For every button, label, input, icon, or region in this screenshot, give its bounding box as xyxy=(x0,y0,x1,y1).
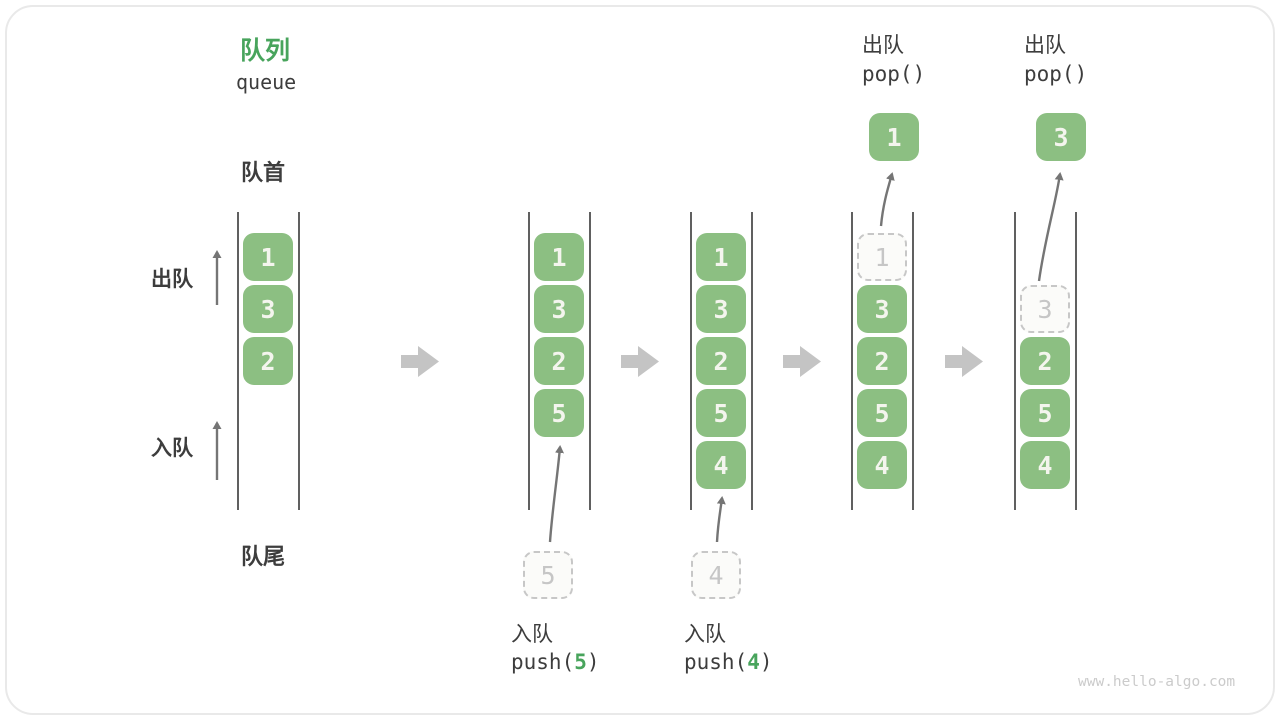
figure-border xyxy=(5,5,1275,715)
push-arg: 5 xyxy=(574,650,587,674)
queue-rail xyxy=(751,212,753,510)
push-annotation-label: 入队 xyxy=(511,622,553,646)
queue-cell: 1 xyxy=(243,233,293,281)
queue-cell: 2 xyxy=(1020,337,1070,385)
queue-cell: 4 xyxy=(1020,441,1070,489)
queue-cell: 4 xyxy=(857,441,907,489)
queue-cell: 2 xyxy=(534,337,584,385)
queue-rail xyxy=(690,212,692,510)
queue-rail xyxy=(589,212,591,510)
code-post: ) xyxy=(759,650,773,674)
queue-cell: 1 xyxy=(534,233,584,281)
code-pre: push( xyxy=(684,650,748,674)
popped-cell: 1 xyxy=(869,113,919,161)
queue-rail xyxy=(1014,212,1016,510)
queue-cell: 2 xyxy=(243,337,293,385)
queue-cell-removed: 3 xyxy=(1020,285,1070,333)
queue-rail xyxy=(237,212,239,510)
step-arrow-icon xyxy=(621,346,659,377)
queue-rail xyxy=(1075,212,1077,510)
code-pre: push( xyxy=(511,650,575,674)
queue-rail xyxy=(912,212,914,510)
queue-cell: 3 xyxy=(534,285,584,333)
queue-cell: 5 xyxy=(534,389,584,437)
label-dequeue-direction: 出队 xyxy=(151,267,193,291)
queue-cell: 5 xyxy=(696,389,746,437)
pop-call-label: pop() xyxy=(862,62,926,86)
push-call-label: push(5) xyxy=(511,650,600,674)
popped-cell: 3 xyxy=(1036,113,1086,161)
push-annotation-label: 入队 xyxy=(684,622,726,646)
pop-annotation-label: 出队 xyxy=(1024,33,1066,57)
queue-rail xyxy=(298,212,300,510)
pop-annotation-label: 出队 xyxy=(862,33,904,57)
queue-rail xyxy=(851,212,853,510)
queue-cell: 3 xyxy=(857,285,907,333)
code-post: ) xyxy=(586,650,600,674)
staged-cell: 5 xyxy=(523,551,573,599)
queue-cell: 5 xyxy=(857,389,907,437)
label-queue-rear: 队尾 xyxy=(241,545,286,570)
queue-cell: 5 xyxy=(1020,389,1070,437)
push-call-label: push(4) xyxy=(684,650,773,674)
figure-title-zh: 队列 xyxy=(240,36,291,65)
queue-cell: 3 xyxy=(243,285,293,333)
queue-cell: 2 xyxy=(696,337,746,385)
step-arrow-icon xyxy=(783,346,821,377)
label-queue-front: 队首 xyxy=(241,161,286,186)
pop-call-label: pop() xyxy=(1024,62,1088,86)
queue-cell: 3 xyxy=(696,285,746,333)
queue-cell: 1 xyxy=(696,233,746,281)
step-arrow-icon xyxy=(945,346,983,377)
label-enqueue-direction: 入队 xyxy=(151,436,193,460)
figure-title-en: queue xyxy=(236,70,297,94)
watermark: www.hello-algo.com xyxy=(1078,674,1236,690)
step-arrow-icon xyxy=(401,346,439,377)
queue-cell: 4 xyxy=(696,441,746,489)
queue-cell-removed: 1 xyxy=(857,233,907,281)
queue-cell: 2 xyxy=(857,337,907,385)
staged-cell: 4 xyxy=(691,551,741,599)
push-arg: 4 xyxy=(747,650,760,674)
queue-rail xyxy=(528,212,530,510)
